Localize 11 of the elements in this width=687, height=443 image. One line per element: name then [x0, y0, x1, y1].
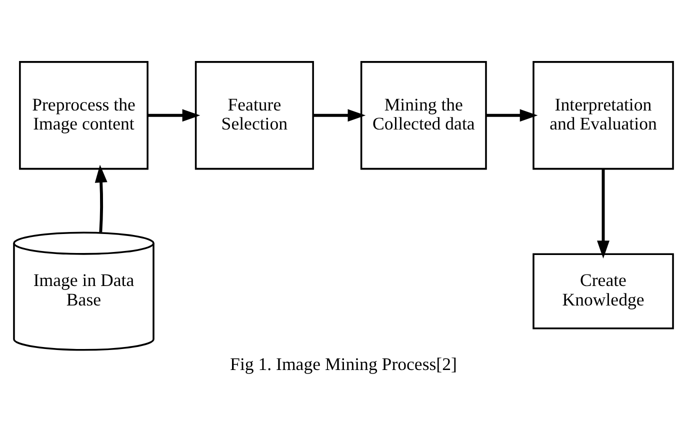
arrow [597, 169, 610, 259]
arrow [94, 164, 108, 232]
caption: Fig 1. Image Mining Process[2] [230, 354, 457, 374]
arrow [313, 109, 366, 122]
arrow [148, 109, 200, 122]
node-box: Interpretation and Evaluation [532, 61, 674, 170]
node-box: Mining the Collected data [360, 61, 487, 170]
arrow [486, 109, 538, 122]
node-box: Preprocess the Image content [19, 61, 148, 170]
node-box: Feature Selection [194, 61, 314, 170]
node-box: Create Knowledge [532, 253, 674, 330]
